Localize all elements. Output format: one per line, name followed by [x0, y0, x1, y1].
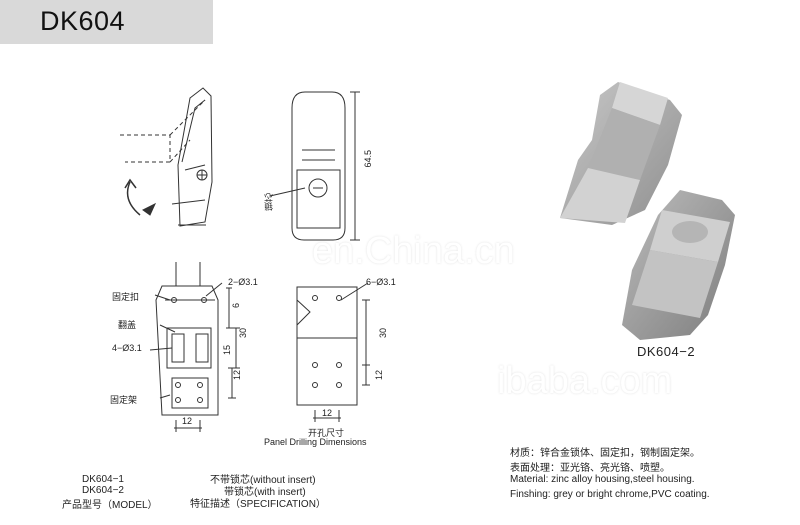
model-label: 产品型号（MODEL）: [62, 500, 158, 511]
surface-cn: 表面处理：亚光铬、亮光铬、喷塑。: [510, 463, 670, 474]
fixing-buckle-label: 固定扣: [112, 292, 140, 302]
dim-12-left-width: 12: [182, 416, 193, 426]
front-view-drawing: [269, 91, 360, 241]
material-en: Material: zinc alloy housing,steel housi…: [510, 474, 695, 485]
spec-with-insert: 带锁芯(with insert): [224, 487, 306, 498]
panel-drilling-drawing: [296, 282, 370, 422]
spec-without-insert: 不带锁芯(without insert): [210, 475, 316, 486]
back-view-drawing: [149, 262, 240, 432]
photo-caption: DK604−2: [637, 344, 696, 359]
flip-cover-label: 翻盖: [118, 320, 137, 330]
model-1: DK604−1: [82, 474, 124, 485]
watermark-china: en.China.cn: [312, 230, 515, 272]
fixing-frame-label: 固定架: [110, 395, 138, 405]
product-photo-small: [622, 190, 735, 340]
title-bar: [0, 0, 213, 44]
holes-2-label: 2−Ø3.1: [228, 277, 258, 287]
side-view-drawing: [120, 87, 213, 227]
dim-12-right-width: 12: [322, 408, 333, 418]
holes-6-label: 6−Ø3.1: [366, 277, 396, 287]
holes-4-label: 4−Ø3.1: [112, 343, 142, 353]
model-2: DK604−2: [82, 485, 124, 496]
material-cn: 材质：锌合金锁体、固定扣，钢制固定架。: [510, 448, 700, 459]
spec-label: 特征描述（SPECIFICATION）: [190, 499, 326, 510]
panel-drilling-en: Panel Drilling Dimensions: [264, 437, 367, 447]
watermark-alibaba: ibaba.com: [497, 360, 673, 402]
finishing-en: Finshing: grey or bright chrome,PVC coat…: [510, 489, 710, 500]
panel-drilling-cn: 开孔尺寸: [308, 428, 345, 438]
page-title: DK604: [40, 6, 126, 36]
